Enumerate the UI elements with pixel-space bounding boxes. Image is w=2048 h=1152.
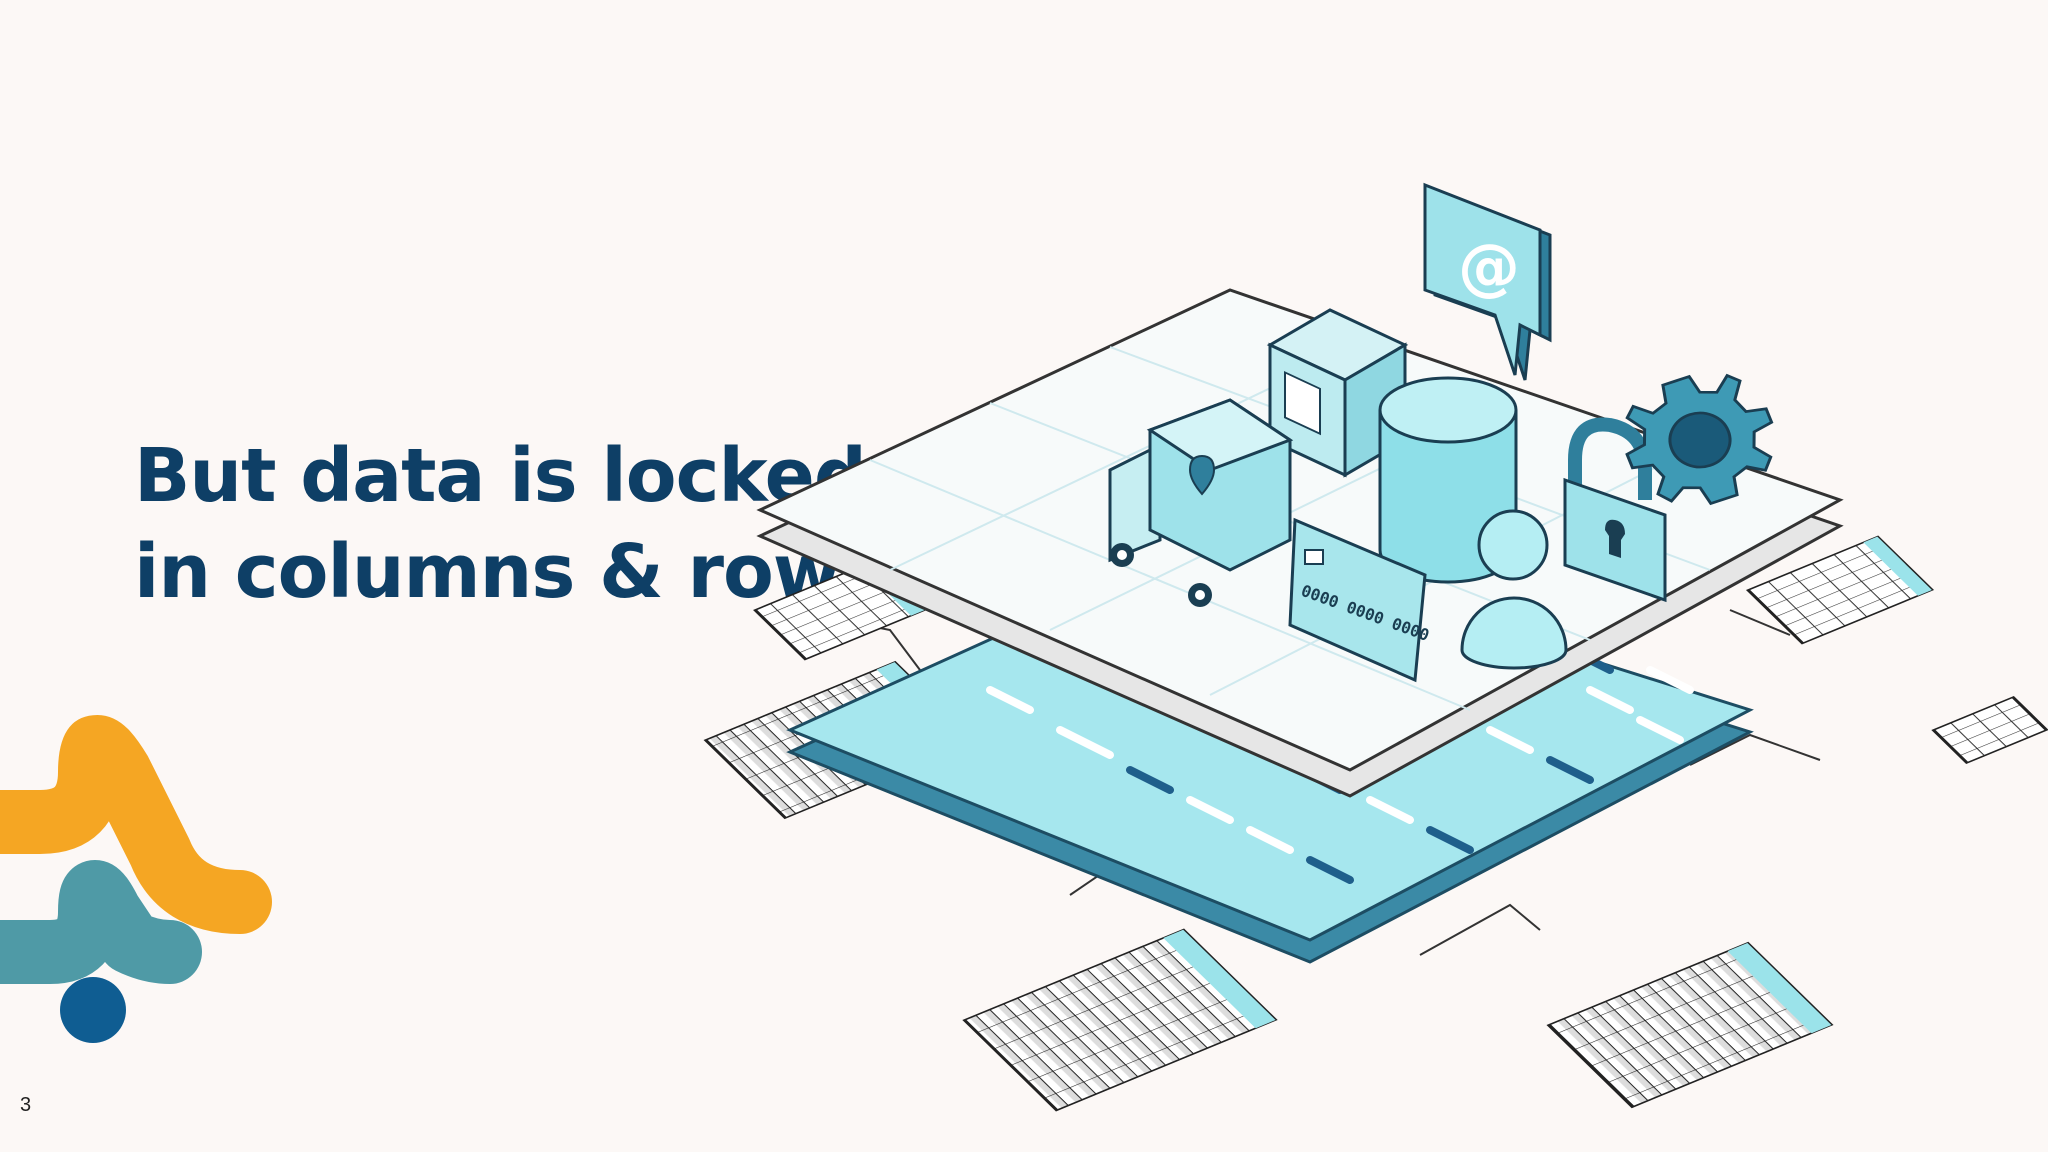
data-grid-tile-bottom-right xyxy=(1546,941,1834,1109)
title-line-1: But data is locked xyxy=(134,433,867,519)
gear-icon xyxy=(1625,373,1774,506)
isometric-data-illustration: @ 0000 0000 0000 xyxy=(703,182,2048,1112)
credit-card-icon: 0000 0000 0000 xyxy=(1288,517,1432,683)
padlock-icon xyxy=(1563,417,1667,603)
data-grid-tile-bottom-left xyxy=(962,928,1278,1112)
logo-blue-dot xyxy=(60,977,126,1043)
logo-orange-stroke xyxy=(0,715,272,934)
email-at-symbol: @ xyxy=(1458,230,1520,303)
data-grid-tile-far-right xyxy=(1931,695,2048,765)
logo-teal-stroke xyxy=(0,860,202,984)
card-chip xyxy=(1304,549,1324,565)
delivery-truck-icon xyxy=(1108,398,1294,607)
brand-logo xyxy=(0,715,272,1043)
data-grid-tile-right xyxy=(1745,535,1935,645)
page-number: 3 xyxy=(20,1094,32,1116)
slide-title: But data is locked in columns & rows xyxy=(134,428,884,620)
sphere-icon xyxy=(1460,509,1568,670)
title-line-2: in columns & rows xyxy=(134,529,884,615)
email-speech-bubble-icon: @ xyxy=(1423,182,1552,381)
